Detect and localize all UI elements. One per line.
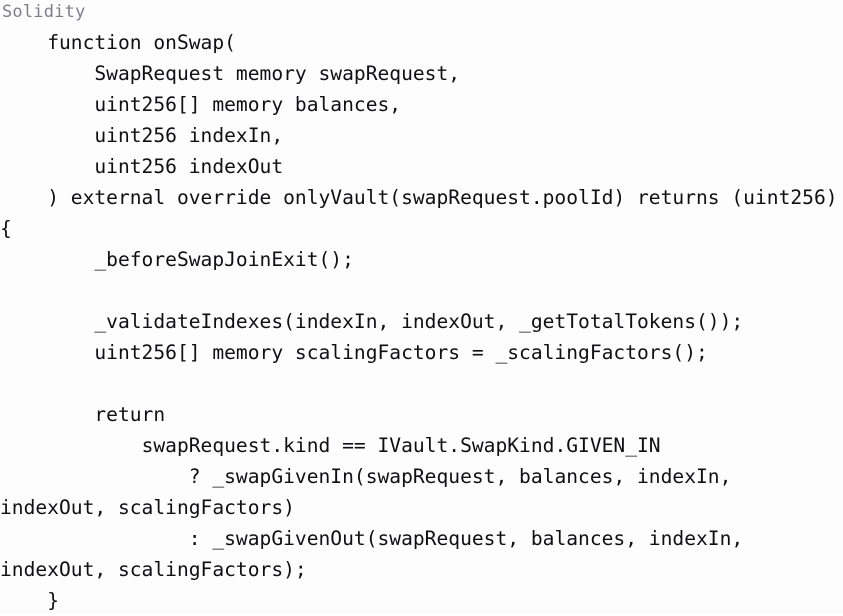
code-content[interactable]: function onSwap( SwapRequest memory swap… bbox=[0, 31, 838, 612]
code-language-label: Solidity bbox=[2, 2, 86, 22]
